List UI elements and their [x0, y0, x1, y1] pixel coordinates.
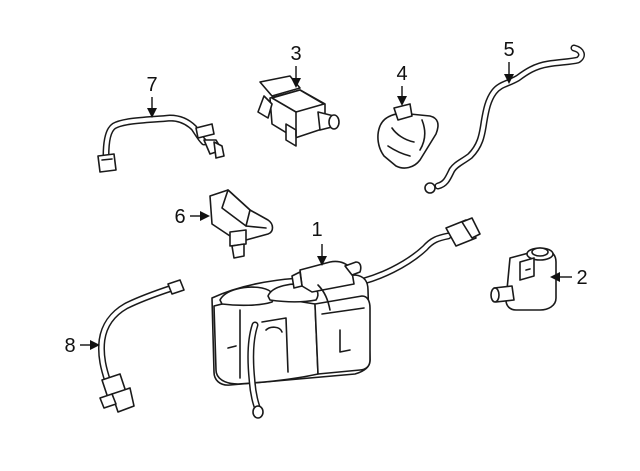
vent-valve	[490, 247, 557, 311]
filter	[377, 103, 439, 169]
callout-6: 6	[174, 206, 210, 228]
callout-label-5: 5	[503, 39, 514, 61]
callout-label-2: 2	[576, 267, 587, 289]
purge-solenoid	[257, 75, 340, 147]
callout-7: 7	[146, 74, 158, 118]
callout-1: 1	[311, 219, 327, 266]
callout-label-7: 7	[146, 74, 157, 96]
callout-5: 5	[503, 39, 515, 84]
callout-4: 4	[396, 63, 408, 106]
oxygen-sensor-upper	[97, 114, 225, 173]
callout-label-1: 1	[311, 219, 322, 241]
oxygen-sensor-lower	[98, 279, 185, 413]
callout-2: 2	[550, 267, 588, 289]
callout-label-8: 8	[64, 335, 75, 357]
callout-label-3: 3	[290, 43, 301, 65]
callout-label-6: 6	[174, 206, 185, 228]
vapor-canister	[211, 217, 481, 419]
callout-8: 8	[64, 335, 100, 357]
sensor	[209, 189, 274, 259]
callout-3: 3	[290, 43, 302, 88]
callout-label-4: 4	[396, 63, 407, 85]
vapor-hose	[424, 44, 585, 194]
